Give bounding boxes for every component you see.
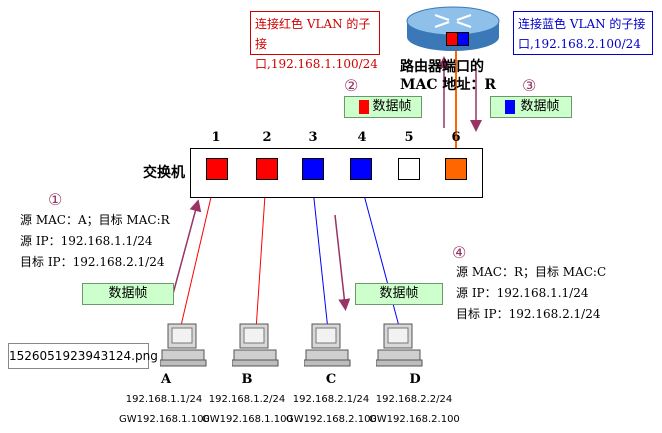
frame-step3-label: 数据帧 xyxy=(520,99,560,114)
step-mark-2: ② xyxy=(344,76,359,95)
switch-port-5 xyxy=(398,158,420,180)
step-mark-4: ④ xyxy=(452,243,467,262)
step4-info: 源 MAC：R；目标 MAC:C 源 IP：192.168.1.1/24 目标 … xyxy=(456,262,606,325)
step1-info: 源 MAC：A；目标 MAC:R 源 IP：192.168.1.1/24 目标 … xyxy=(20,210,170,273)
pc-c-icon xyxy=(304,323,351,367)
pc-a-ip: 192.168.1.1/24 xyxy=(125,394,203,405)
switch-label: 交换机 xyxy=(143,165,185,181)
pc-d-gateway: GW192.168.2.100 xyxy=(369,414,460,425)
pc-c-label: C xyxy=(325,372,337,387)
filename-box: 1526051923943124.png xyxy=(8,343,158,369)
step4-dst-ip: 目标 IP：192.168.2.1/24 xyxy=(456,307,601,321)
pc-b-gateway: GW192.168.1.100 xyxy=(202,414,293,425)
switch-port-1 xyxy=(206,158,228,180)
step1-dst-ip: 目标 IP：192.168.2.1/24 xyxy=(20,255,165,269)
pc-d-ip: 192.168.2.2/24 xyxy=(375,394,453,405)
red-subinterface-line1: 连接红色 VLAN 的子接 xyxy=(255,17,371,51)
switch-port-6 xyxy=(445,158,467,180)
pc-b-label: B xyxy=(241,372,253,387)
blue-subinterface-note: 连接蓝色 VLAN 的子接 口,192.168.2.100/24 xyxy=(513,11,653,55)
step-mark-3: ③ xyxy=(522,76,537,95)
router-port-blue xyxy=(457,32,469,46)
pc-a-icon xyxy=(160,323,207,367)
router-mac-line1: 路由器端口的 xyxy=(400,59,484,75)
frame-step2-label: 数据帧 xyxy=(372,99,412,114)
port-number-4: 4 xyxy=(357,130,367,145)
pc-c-ip: 192.168.2.1/24 xyxy=(292,394,370,405)
step1-src-ip: 源 IP：192.168.1.1/24 xyxy=(20,234,153,248)
port-number-1: 1 xyxy=(211,130,221,145)
frame-step4-label: 数据帧 xyxy=(379,286,419,301)
frame-step1: 数据帧 xyxy=(82,283,174,305)
switch-body xyxy=(190,148,483,198)
pc-c-gateway: GW192.168.2.100 xyxy=(286,414,377,425)
port-number-3: 3 xyxy=(308,130,318,145)
router-mac-label: 路由器端口的 MAC 地址：R xyxy=(400,58,510,94)
step4-mac: 源 MAC：R；目标 MAC:C xyxy=(456,265,607,279)
pc-a-gateway: GW192.168.1.100 xyxy=(119,414,210,425)
blue-subinterface-line1: 连接蓝色 VLAN 的子接 xyxy=(518,17,646,31)
red-subinterface-note: 连接红色 VLAN 的子接 口,192.168.1.100/24 xyxy=(250,11,380,71)
port-number-5: 5 xyxy=(404,130,414,145)
step-mark-1: ① xyxy=(48,190,63,209)
port-number-2: 2 xyxy=(262,130,272,145)
frame-step3: 数据帧 xyxy=(490,96,572,118)
switch-port-3 xyxy=(302,158,324,180)
blue-subinterface-line2: 口,192.168.2.100/24 xyxy=(518,37,641,51)
pc-d-label: D xyxy=(409,372,421,387)
port-number-6: 6 xyxy=(451,130,461,145)
pc-b-ip: 192.168.1.2/24 xyxy=(208,394,286,405)
pc-d-icon xyxy=(376,323,423,367)
switch-port-4 xyxy=(350,158,372,180)
router-mac-line2: MAC 地址：R xyxy=(400,77,497,93)
step1-mac: 源 MAC：A；目标 MAC:R xyxy=(20,213,170,227)
step4-src-ip: 源 IP：192.168.1.1/24 xyxy=(456,286,589,300)
frame-red-tag xyxy=(359,100,369,114)
pc-b-icon xyxy=(232,323,279,367)
frame-step4: 数据帧 xyxy=(355,283,443,305)
red-subinterface-line2: 口,192.168.1.100/24 xyxy=(255,57,378,71)
frame-step2: 数据帧 xyxy=(344,96,422,118)
frame-step1-label: 数据帧 xyxy=(108,286,148,301)
frame-blue-tag xyxy=(505,100,515,114)
pc-a-label: A xyxy=(160,372,172,387)
switch-port-2 xyxy=(256,158,278,180)
